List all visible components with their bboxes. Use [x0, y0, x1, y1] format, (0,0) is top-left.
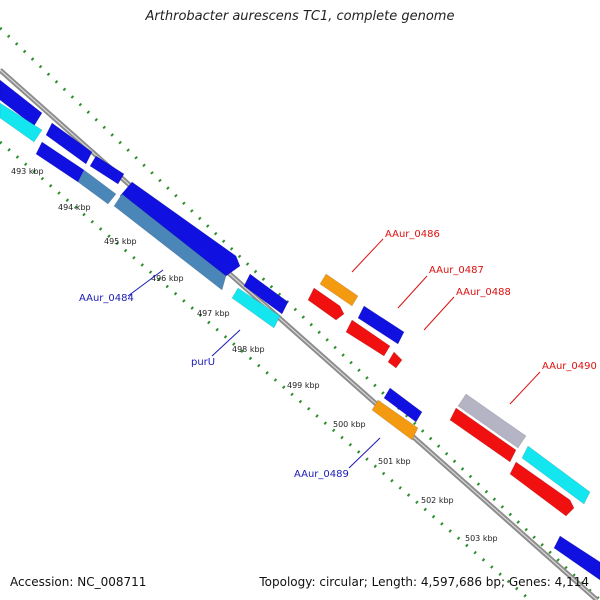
- label-aaur-0487[interactable]: AAur_0487: [429, 265, 484, 276]
- genome-backbone-highlight: [0, 69, 598, 600]
- tick-label: 500 kbp: [333, 420, 366, 429]
- outer-dotted-ring: [0, 26, 600, 600]
- gene-feature-aaur-0487[interactable]: [357, 305, 405, 345]
- gene-feature-aaur-0484[interactable]: [113, 193, 227, 291]
- tick-label: 501 kbp: [378, 457, 411, 466]
- leader-aaur-0487: [397, 275, 428, 309]
- gene-feature[interactable]: [243, 273, 289, 315]
- tick-label: 494 kbp: [58, 203, 91, 212]
- gene-labels: AAur_0484 purU AAur_0489 AAur_0486 AAur_…: [79, 229, 597, 480]
- gene-feature-aaur-0488[interactable]: [345, 319, 391, 357]
- inner-dotted-ring: [0, 140, 531, 600]
- tick-dot-lines: [0, 26, 600, 600]
- gene-feature[interactable]: [77, 169, 117, 205]
- gene-features: [0, 79, 600, 581]
- leader-aaur-0486: [351, 238, 384, 273]
- gene-feature[interactable]: [449, 407, 517, 463]
- leader-aaur-0489: [348, 437, 381, 469]
- tick-label: 498 kbp: [232, 345, 265, 354]
- tick-label: 503 kbp: [465, 534, 498, 543]
- gene-feature[interactable]: [521, 445, 591, 505]
- tick-labels: 493 kbp 494 kbp 495 kbp 496 kbp 497 kbp 498 k…: [11, 167, 498, 543]
- gene-feature-aaur-0486[interactable]: [319, 273, 359, 307]
- gene-feature[interactable]: [383, 387, 423, 423]
- gene-feature[interactable]: [45, 122, 93, 165]
- gene-feature[interactable]: [89, 155, 125, 185]
- label-aaur-0489[interactable]: AAur_0489: [294, 469, 349, 480]
- gene-feature[interactable]: [119, 181, 241, 277]
- gene-feature[interactable]: [0, 102, 43, 143]
- tick-label: 496 kbp: [151, 274, 184, 283]
- gene-feature[interactable]: [509, 461, 575, 517]
- tick-label: 497 kbp: [197, 309, 230, 318]
- gene-feature-aaur-0490[interactable]: [457, 393, 527, 449]
- label-aaur-0486[interactable]: AAur_0486: [385, 229, 440, 240]
- leader-aaur-0490: [509, 371, 541, 405]
- gene-feature-purU[interactable]: [231, 287, 281, 329]
- label-purU[interactable]: purU: [191, 357, 215, 368]
- label-aaur-0490[interactable]: AAur_0490: [542, 361, 597, 372]
- tick-label: 499 kbp: [287, 381, 320, 390]
- genome-summary-text: Topology: circular; Length: 4,597,686 bp…: [259, 575, 589, 589]
- tick-label: 493 kbp: [11, 167, 44, 176]
- gene-feature-aaur-0489[interactable]: [371, 399, 419, 441]
- map-title: Arthrobacter aurescens TC1, complete gen…: [145, 9, 455, 24]
- gene-feature[interactable]: [307, 287, 345, 321]
- label-leaders: [127, 238, 541, 469]
- label-aaur-0488[interactable]: AAur_0488: [456, 287, 511, 298]
- gene-feature[interactable]: [387, 351, 403, 369]
- leader-aaur-0484: [127, 269, 164, 297]
- gene-feature[interactable]: [553, 535, 600, 581]
- tick-label: 495 kbp: [104, 237, 137, 246]
- label-aaur-0484[interactable]: AAur_0484: [79, 293, 134, 304]
- leader-purU: [211, 329, 241, 357]
- tick-label: 502 kbp: [421, 496, 454, 505]
- accession-text: Accession: NC_008711: [10, 575, 147, 589]
- leader-aaur-0488: [423, 296, 455, 331]
